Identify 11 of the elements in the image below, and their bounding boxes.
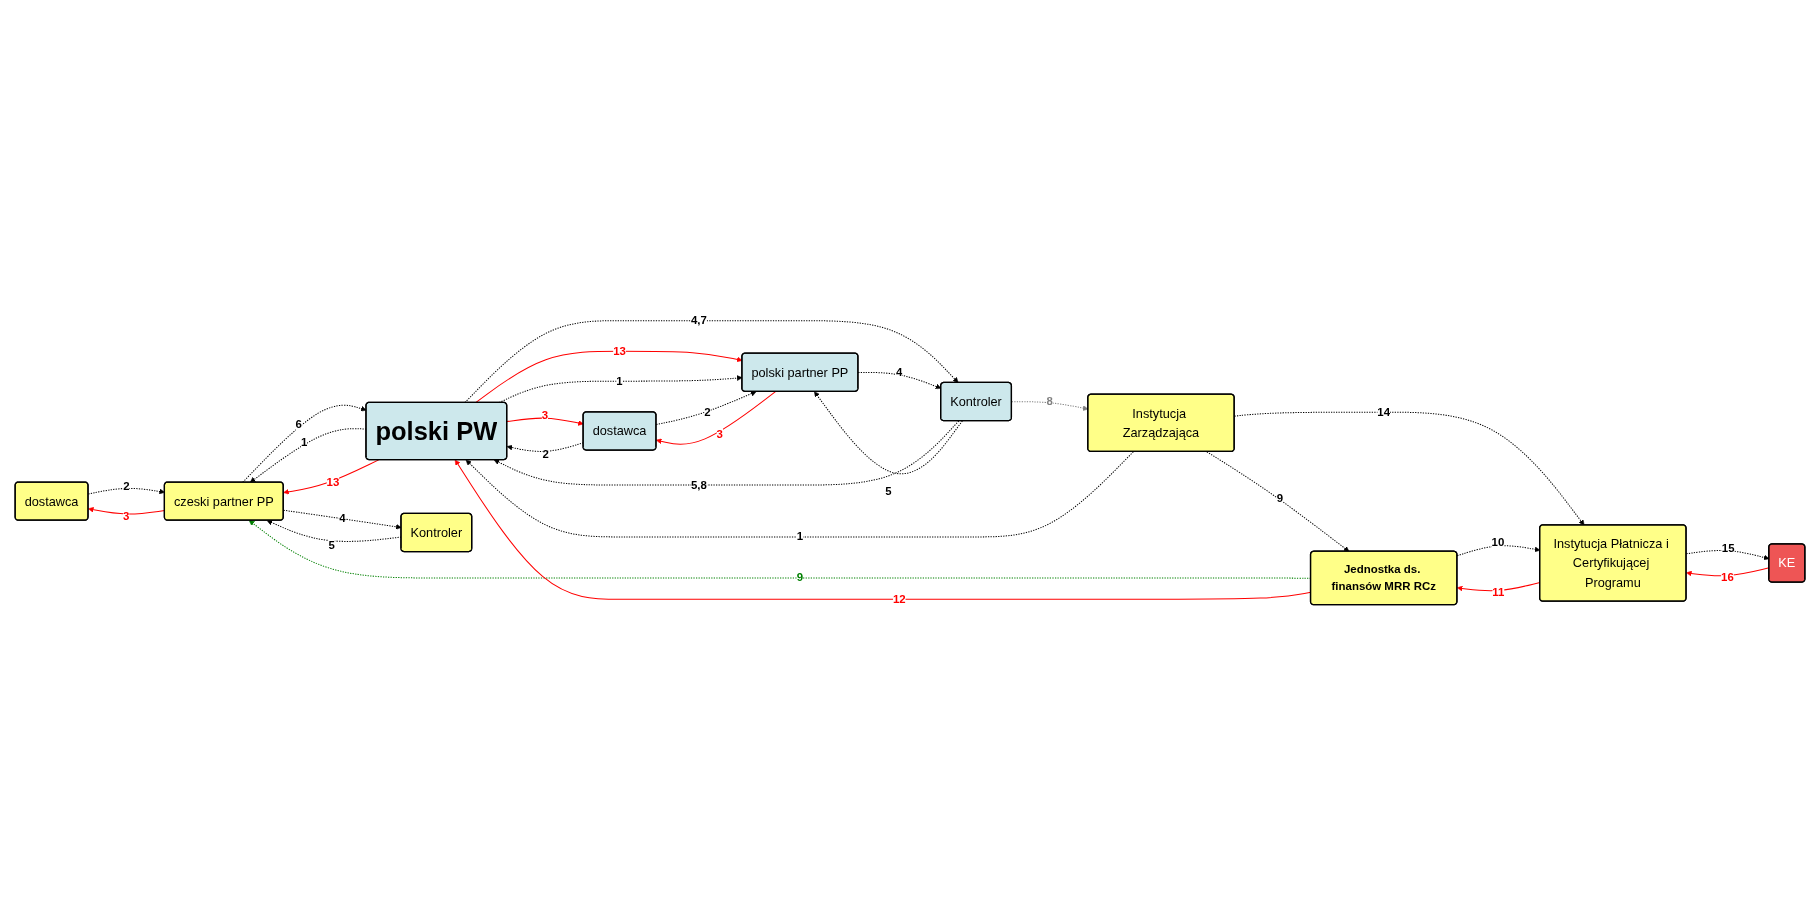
process-box: KE (1767, 542, 1805, 583)
process-box: polski partner PP (740, 352, 859, 392)
process-box: dostawca (581, 410, 657, 451)
process-box: polski PW (364, 401, 507, 460)
process-box: Instytucja Płatnicza i Certyfikującej Programu (1538, 523, 1687, 602)
process-box: Kontroler (939, 381, 1012, 421)
process-box: czeski partner PP (163, 480, 284, 521)
process-box: dostawca (14, 480, 89, 521)
process-box: Instytucja Zarządzająca (1086, 393, 1235, 452)
process-box: Jednostka ds. finansów MRR RCz (1309, 550, 1458, 605)
process-box: Kontroler (399, 512, 472, 552)
